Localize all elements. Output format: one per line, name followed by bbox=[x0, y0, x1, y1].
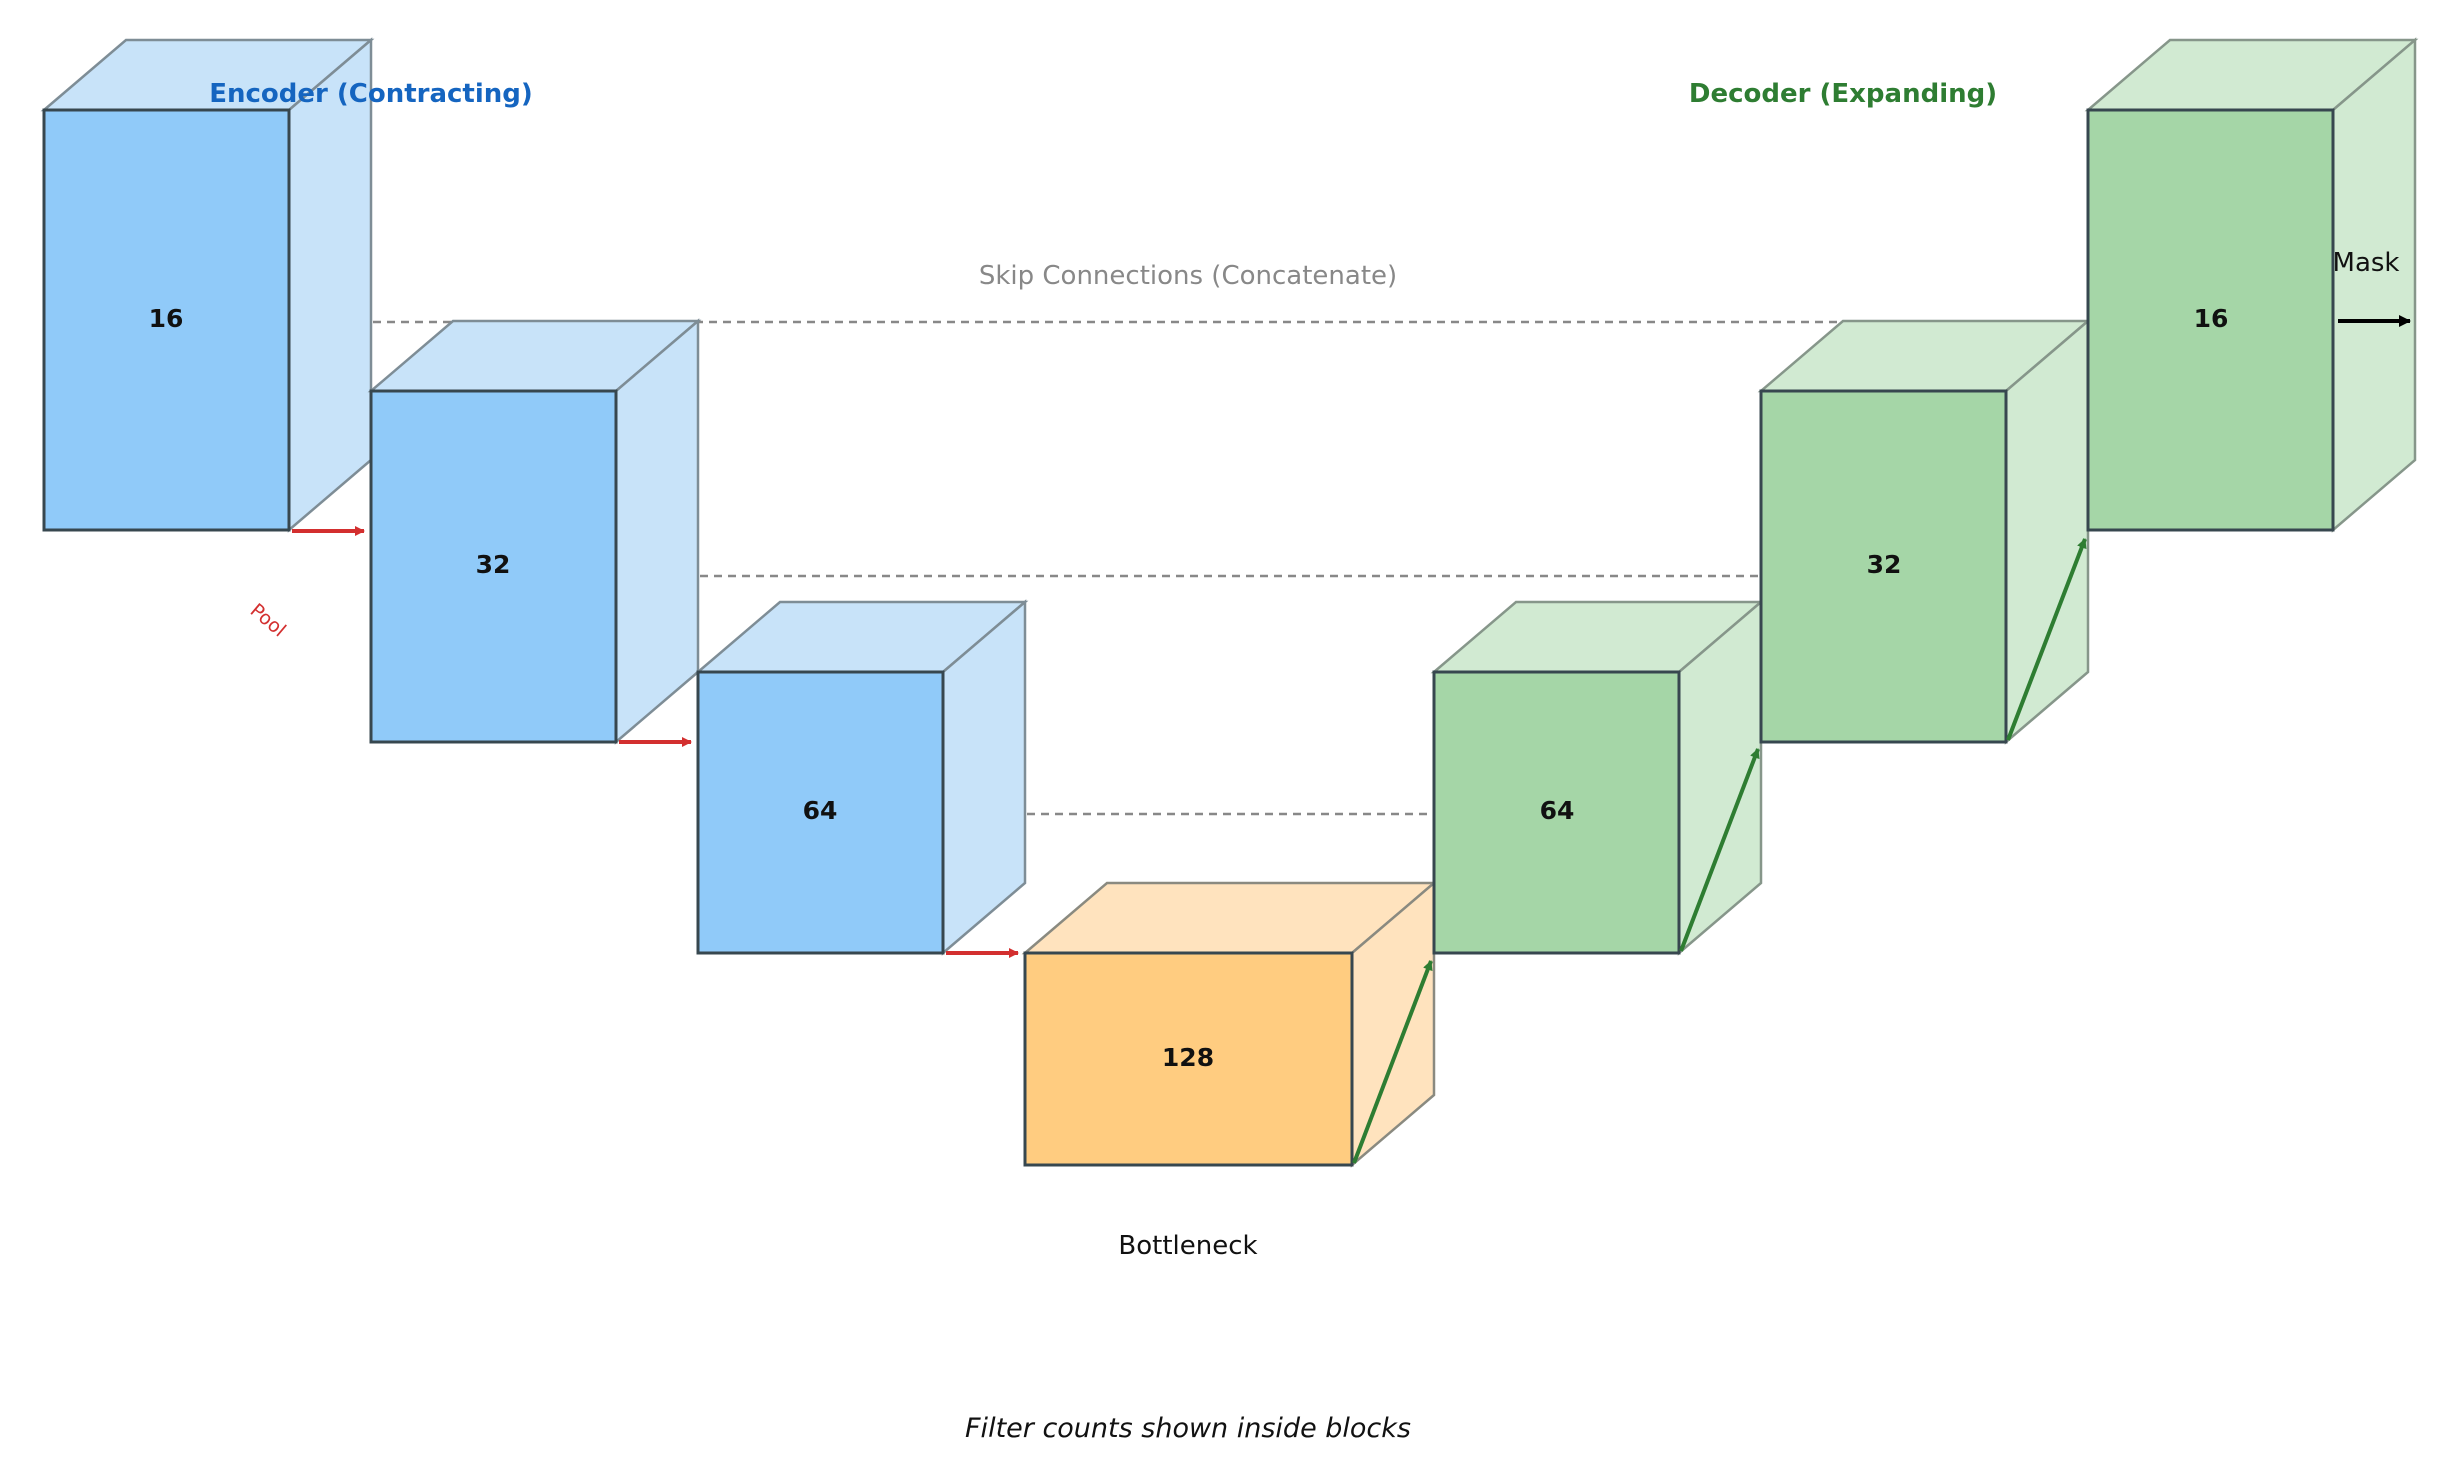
filter-count: 32 bbox=[476, 550, 511, 579]
block-side-face bbox=[2331, 37, 2417, 533]
bottleneck-label: Bottleneck bbox=[1118, 1231, 1257, 1261]
encoder-block-32: 32 bbox=[367, 318, 702, 745]
decoder-title: Decoder (Expanding) bbox=[1689, 79, 1997, 109]
mask-label: Mask bbox=[2333, 248, 2400, 278]
filter-count: 32 bbox=[1867, 550, 1902, 579]
decoder-block-64: 64 bbox=[1430, 599, 1765, 956]
block-front-face bbox=[42, 108, 291, 532]
block-front-face bbox=[1432, 670, 1681, 955]
filter-count: 64 bbox=[803, 796, 838, 825]
encoder-block-16: 16 bbox=[40, 37, 375, 533]
decoder-block-16: 16 bbox=[2084, 37, 2419, 533]
filter-count: 16 bbox=[149, 304, 184, 333]
upsample-arrow bbox=[2006, 538, 2087, 741]
block-front-face bbox=[696, 670, 945, 955]
caption: Filter counts shown inside blocks bbox=[965, 1413, 1411, 1444]
encoder-title: Encoder (Contracting) bbox=[209, 79, 533, 109]
block-front-face bbox=[369, 389, 618, 744]
encoder-block-64: 64 bbox=[694, 599, 1029, 956]
pool-arrows bbox=[292, 526, 1019, 958]
block-side-face bbox=[287, 37, 373, 533]
block-front-face bbox=[1023, 951, 1354, 1167]
upsample-arrows bbox=[1352, 538, 2087, 1164]
block-side-face bbox=[2004, 318, 2090, 745]
filter-count: 128 bbox=[1162, 1043, 1214, 1072]
decoder-block-32: 32 bbox=[1757, 318, 2092, 745]
skip-connections-title: Skip Connections (Concatenate) bbox=[979, 261, 1397, 291]
block-front-face bbox=[1759, 389, 2008, 744]
block-front-face bbox=[2086, 108, 2335, 532]
block-side-face bbox=[614, 318, 700, 745]
bottleneck-block-128: 128 bbox=[1021, 880, 1438, 1168]
filter-count: 64 bbox=[1540, 796, 1575, 825]
pool-label: Pool bbox=[246, 599, 290, 641]
upsample-arrow bbox=[1679, 748, 1760, 952]
upsample-arrow bbox=[1352, 960, 1433, 1164]
filter-count: 16 bbox=[2194, 304, 2229, 333]
